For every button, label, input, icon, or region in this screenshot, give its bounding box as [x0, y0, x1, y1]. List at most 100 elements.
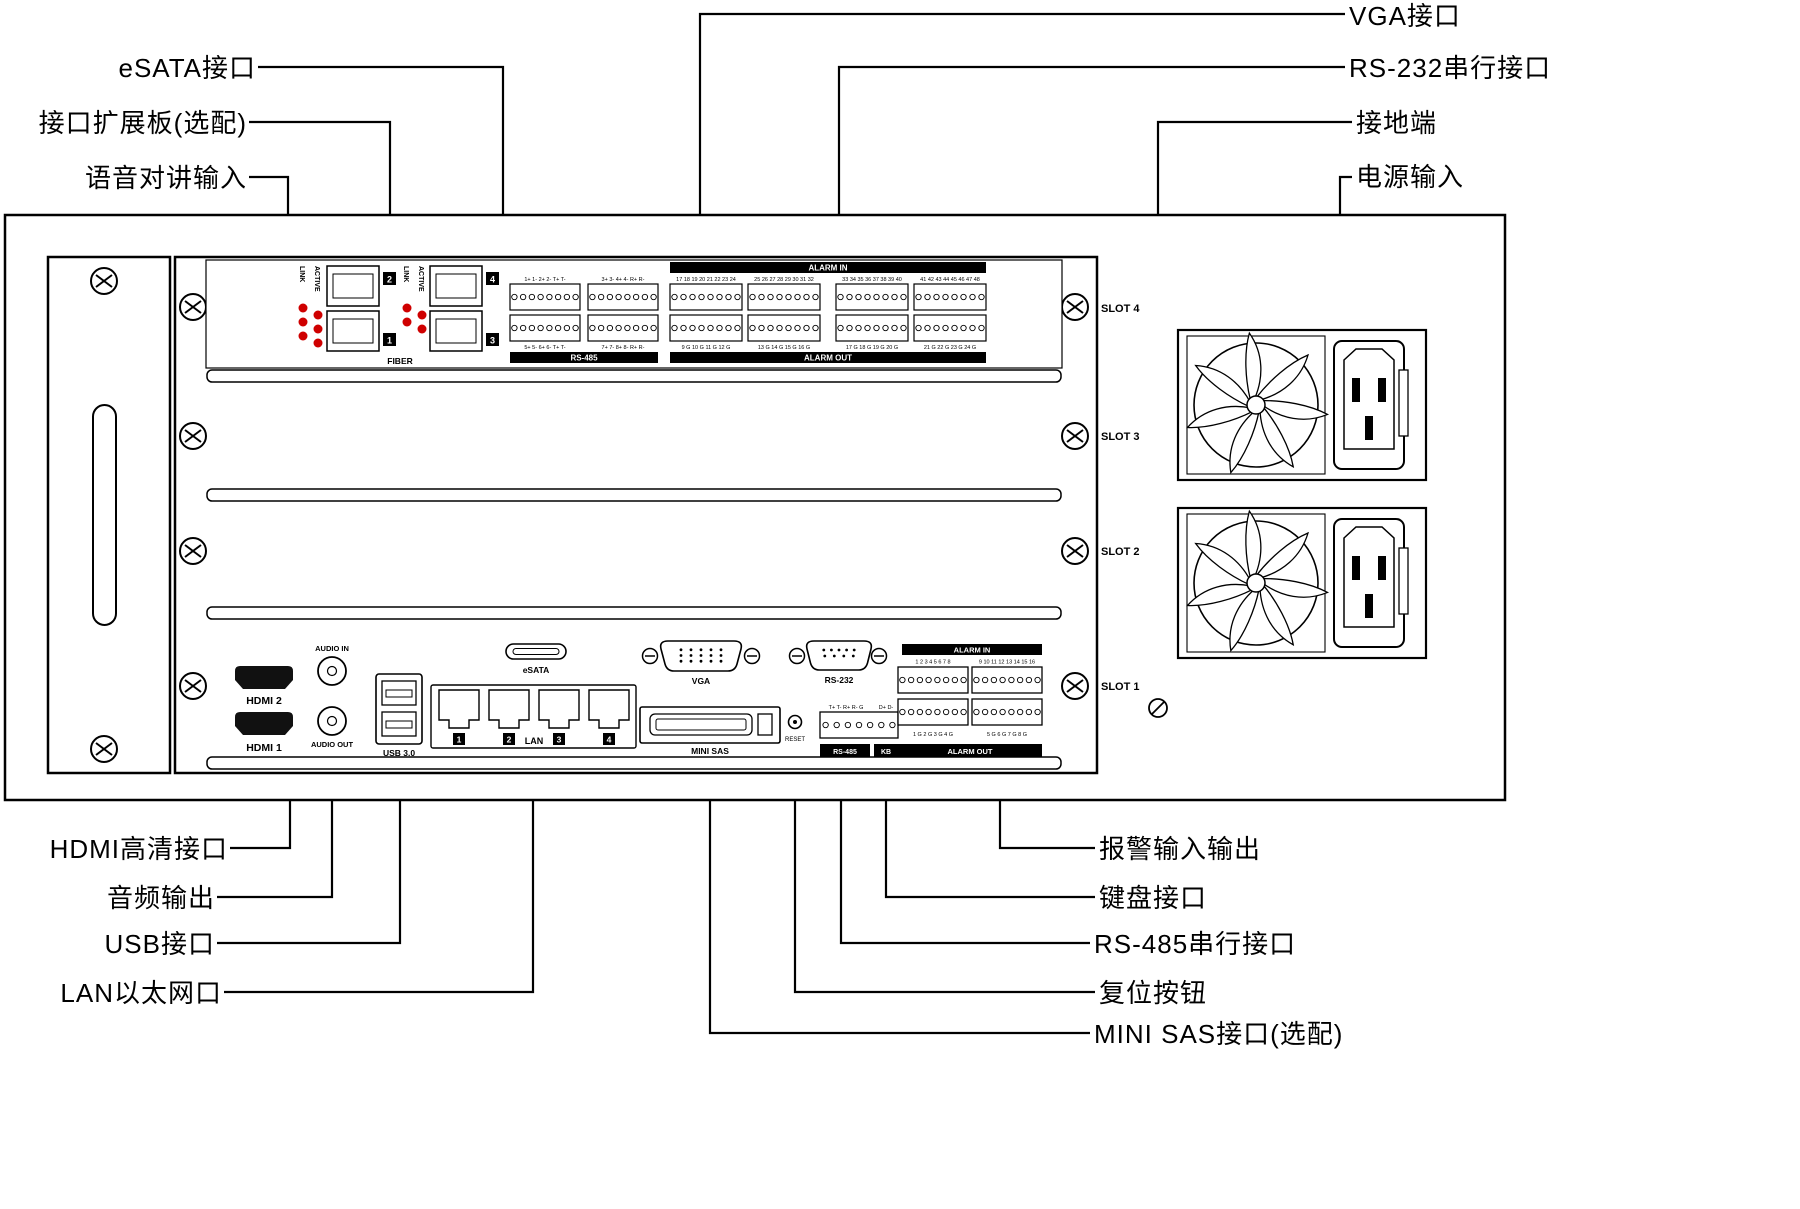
terminal-screw	[916, 676, 924, 684]
power-supply-bottom	[1178, 508, 1426, 658]
terminal-screw	[924, 324, 931, 332]
card-alarm-out-label: ALARM OUT	[804, 354, 852, 363]
callout-line-lan	[224, 750, 535, 994]
terminal-screw	[615, 293, 622, 301]
connector-pin	[845, 648, 848, 652]
terminal-screw	[981, 676, 989, 684]
active-led	[313, 338, 323, 348]
terminal-screw	[864, 293, 871, 301]
hdmi-2-label: HDMI 2	[246, 695, 282, 707]
rs485-kb-terminals: T+ T- R+ R- G D+ D- RS-485 KB	[819, 705, 899, 757]
fiber-module-group-1: LINK ACTIVE 2 1	[298, 265, 396, 352]
terminal-screw	[1016, 708, 1024, 716]
card-rs485-label: RS-485	[570, 354, 598, 363]
terminal-screw	[812, 324, 819, 332]
terminal-marks: 21 G 22 G 23 G 24 G	[924, 345, 976, 351]
terminal-screw	[572, 293, 579, 301]
fiber-label: FIBER	[387, 356, 413, 366]
terminal-screw	[882, 293, 889, 301]
terminal-screw	[866, 721, 874, 729]
terminal-screw	[933, 324, 940, 332]
hdmi-1-port: HDMI 1	[235, 712, 293, 754]
link-led	[298, 303, 308, 313]
rj45-port	[538, 689, 580, 729]
usb-ports: USB 3.0	[375, 673, 423, 758]
terminal-screw	[960, 293, 967, 301]
callout-label-audio-out: 音频输出	[106, 883, 215, 913]
rs485-pin-marks: T+ T- R+ R- G	[829, 705, 864, 711]
reset-button: RESET	[785, 714, 805, 743]
terminal-screw	[707, 324, 714, 332]
callout-label-esata: eSATA接口	[118, 53, 256, 83]
slot-label-1: SLOT 1	[1101, 681, 1140, 693]
fiber-badge	[486, 272, 499, 285]
slot-rail	[206, 756, 1062, 770]
terminal-marks: 41 42 43 44 45 46 47 48	[920, 277, 980, 283]
terminal-screw	[537, 293, 544, 301]
terminal-screw	[632, 324, 640, 332]
terminal-screw	[878, 721, 885, 729]
vga-screw	[743, 647, 761, 665]
terminal-screw	[767, 324, 774, 332]
connector-pin	[679, 648, 683, 652]
terminal-screw	[951, 324, 958, 332]
terminal-screw	[725, 293, 732, 301]
terminal-screw	[915, 293, 922, 301]
terminal-screw	[978, 324, 985, 332]
terminal-screw	[1016, 676, 1024, 684]
audio-in-label: AUDIO IN	[315, 644, 349, 653]
terminal-screw	[519, 324, 527, 332]
slot1-screw-right	[1061, 672, 1089, 700]
callout-label-kb: 键盘接口	[1099, 883, 1208, 913]
terminal-screw	[776, 324, 783, 332]
rs485-label: RS-485	[833, 749, 857, 756]
terminal-screw	[1034, 708, 1041, 716]
hdmi-2-port: HDMI 2	[235, 666, 293, 707]
connector-pin	[719, 659, 723, 663]
connector-pin	[709, 659, 713, 663]
terminal-screw	[641, 324, 649, 332]
mini-sas-label: MINI SAS	[691, 746, 729, 756]
terminal-screw	[999, 708, 1006, 716]
callout-lines	[217, 12, 1352, 1035]
terminal-screw	[725, 324, 732, 332]
terminal-screw	[873, 293, 880, 301]
active-led	[313, 324, 323, 334]
callout-line-minisas	[708, 745, 1090, 1035]
connector-pin	[830, 648, 833, 652]
terminal-screw	[641, 293, 649, 301]
terminal-screw	[1025, 708, 1033, 716]
callout-label-rs485: RS-485串行接口	[1094, 929, 1297, 959]
terminal-screw	[519, 293, 527, 301]
callout-label-usb: USB接口	[104, 929, 215, 959]
fiber-badge	[383, 272, 396, 285]
terminal-screw	[572, 324, 579, 332]
lan-port-number: 2	[507, 735, 512, 745]
terminal-screw	[925, 676, 932, 684]
rs232-label: RS-232	[825, 675, 854, 685]
terminal-marks: 17 18 19 20 21 22 23 24	[676, 277, 736, 283]
connector-pin	[679, 654, 683, 657]
terminal-screw	[990, 708, 998, 716]
alarm-in-numbers: 1 2 3 4 5 6 7 8	[915, 660, 950, 666]
terminal-screw	[650, 324, 657, 332]
callout-label-lan: LAN以太网口	[60, 978, 222, 1008]
audio-in-jack: AUDIO IN	[315, 644, 349, 686]
terminal-screw	[734, 293, 741, 301]
terminal-screw	[846, 324, 853, 332]
mini-sas-port: MINI SAS	[639, 706, 781, 756]
terminal-screw	[632, 293, 640, 301]
active-led	[417, 324, 427, 334]
terminal-screw	[528, 293, 536, 301]
terminal-screw	[934, 708, 941, 716]
terminal-screw	[844, 721, 852, 729]
link-led	[402, 303, 412, 313]
connector-pin	[719, 654, 723, 657]
fiber-badge	[383, 333, 396, 346]
fiber-badge-label: 2	[387, 275, 392, 285]
terminal-screw	[794, 324, 801, 332]
connector-pin	[709, 648, 713, 652]
connector-pin	[689, 659, 693, 663]
terminal-screw	[990, 676, 998, 684]
